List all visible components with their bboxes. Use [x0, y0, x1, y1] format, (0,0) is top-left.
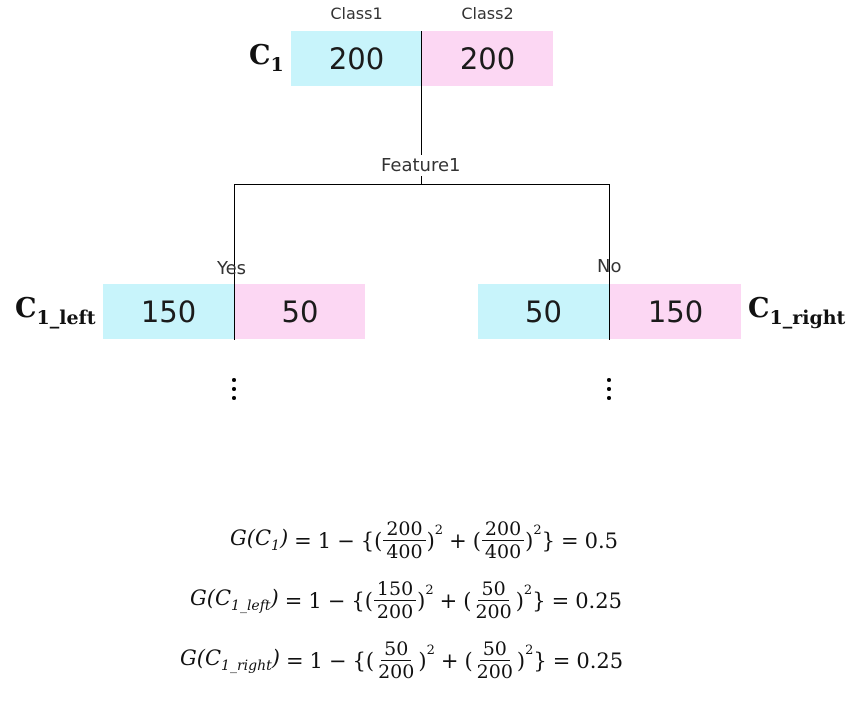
- root-divider: [421, 31, 422, 86]
- gini-right-result: 0.25: [576, 648, 624, 673]
- left-node-label: C1_left: [15, 293, 95, 329]
- left-class2-cell: 50: [235, 284, 365, 339]
- left-label-sub: 1_left: [36, 307, 96, 329]
- root-node-label: C1: [249, 40, 284, 76]
- yes-label: Yes: [217, 258, 247, 279]
- root-class2-cell: 200: [422, 31, 553, 86]
- right-class1-cell: 50: [478, 284, 609, 339]
- root-stem-line: [421, 86, 422, 185]
- right-divider: [609, 284, 610, 340]
- right-node-label: C1_right: [748, 293, 845, 329]
- no-label: No: [597, 256, 622, 277]
- left-divider: [234, 284, 235, 340]
- left-branch-line: [234, 184, 235, 340]
- gini-root-result: 0.5: [584, 528, 619, 553]
- right-continuation-dots: [607, 378, 611, 405]
- right-branch-line: [609, 184, 610, 340]
- split-bar-line: [234, 184, 610, 185]
- right-class2-cell: 150: [610, 284, 741, 339]
- left-continuation-dots: [232, 378, 236, 405]
- root-class1-cell: 200: [291, 31, 422, 86]
- right-label-main: C: [748, 293, 770, 324]
- class2-header: Class2: [461, 4, 514, 23]
- root-label-main: C: [249, 40, 271, 71]
- root-label-sub: 1: [270, 54, 284, 76]
- gini-left-result: 0.25: [575, 588, 622, 613]
- left-label-main: C: [15, 293, 37, 324]
- class1-header: Class1: [330, 4, 383, 23]
- left-class1-cell: 150: [103, 284, 234, 339]
- feature-label: Feature1: [381, 155, 461, 176]
- right-label-sub: 1_right: [769, 307, 846, 329]
